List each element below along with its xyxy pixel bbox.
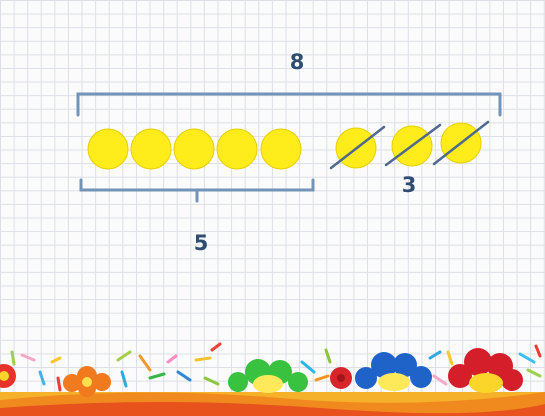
flower-border: [0, 344, 545, 416]
total-brace: [78, 94, 500, 115]
circle: [131, 129, 171, 169]
circle: [217, 129, 257, 169]
flower-icon: [228, 359, 308, 393]
crossed-circles: [331, 122, 488, 168]
total-label: 8: [277, 50, 317, 74]
circle: [261, 129, 301, 169]
crossed-label: 3: [389, 173, 429, 197]
flower-icon: [355, 352, 432, 391]
kept-label: 5: [181, 231, 221, 255]
circle: [88, 129, 128, 169]
flower-icon: [448, 348, 523, 393]
flower-icon: [0, 364, 16, 388]
circle: [174, 129, 214, 169]
kept-brace: [81, 180, 313, 201]
flower-icon: [330, 367, 352, 389]
kept-circles: [88, 129, 301, 169]
